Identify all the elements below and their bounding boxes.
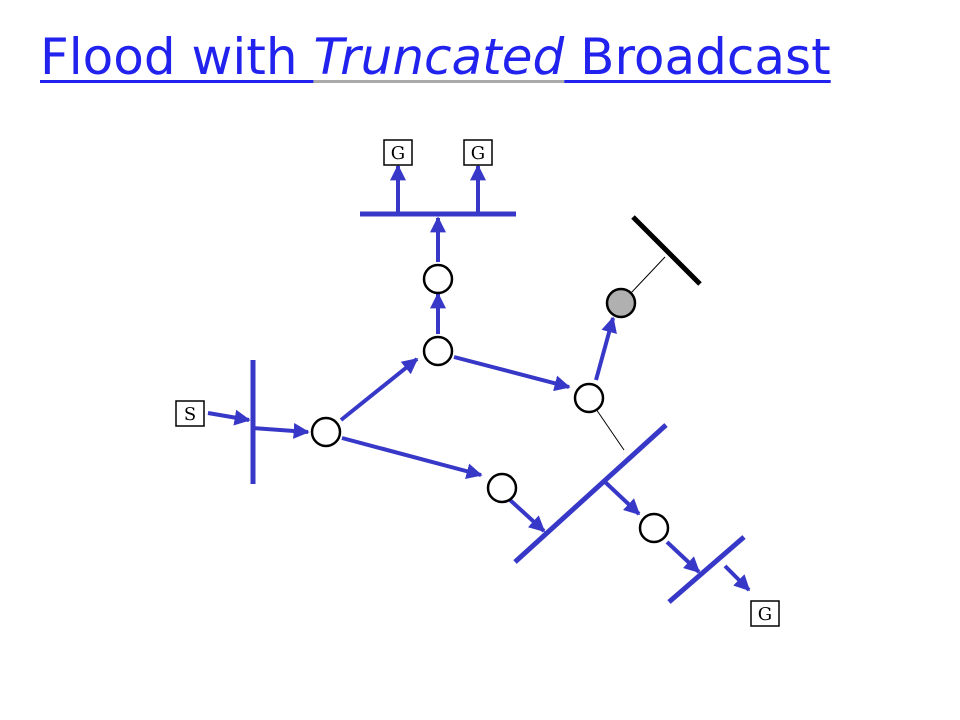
- arrow-right-to-gray: [594, 316, 617, 381]
- slide-title: Flood with Truncated Broadcast: [40, 22, 831, 92]
- arrow-lan-to-g3: [723, 564, 751, 592]
- routers: [310, 263, 670, 544]
- lan-segments: [250, 211, 746, 604]
- source-host: S: [175, 400, 205, 427]
- router-middle: [422, 335, 454, 367]
- router-left: [310, 416, 342, 448]
- router-lower: [486, 472, 518, 504]
- arrow-lan-to-router: [252, 422, 310, 439]
- thin-links: [595, 256, 666, 451]
- title-part-broadcast: Broadcast: [564, 28, 831, 86]
- group-member-2-label: G: [471, 143, 485, 164]
- group-member-1: G: [383, 139, 413, 166]
- source-host-label: S: [184, 404, 196, 425]
- arrow-s-to-lan: [207, 409, 251, 426]
- title-part-truncated: Truncated: [313, 28, 565, 86]
- group-member-3-label: G: [758, 604, 772, 625]
- arrow-middle-to-right: [453, 355, 571, 392]
- lan-black-top-right: [631, 215, 702, 286]
- arrow-lower-to-lan: [508, 498, 546, 533]
- router-right: [573, 382, 605, 414]
- lan-diagonal-bottom: [667, 535, 746, 604]
- group-member-3: G: [750, 600, 780, 627]
- router-bottom: [638, 512, 670, 544]
- router-gray: [605, 287, 637, 319]
- arrow-lan-to-bottom-router: [602, 479, 641, 516]
- arrow-router-up-right: [339, 357, 419, 422]
- lan-diagonal-middle: [513, 423, 668, 564]
- host-boxes: G G S G: [175, 139, 780, 627]
- thin-link-router-lan: [595, 408, 625, 451]
- thin-link-gray-router-lan: [630, 256, 666, 294]
- router-upper: [422, 263, 454, 295]
- flood-arrows: [207, 164, 751, 592]
- group-member-1-label: G: [391, 143, 405, 164]
- arrow-router-to-lower: [341, 436, 483, 480]
- arrow-bottom-router-to-lan: [665, 540, 701, 574]
- title-part-flood-with: Flood with: [40, 28, 314, 86]
- group-member-2: G: [463, 139, 493, 166]
